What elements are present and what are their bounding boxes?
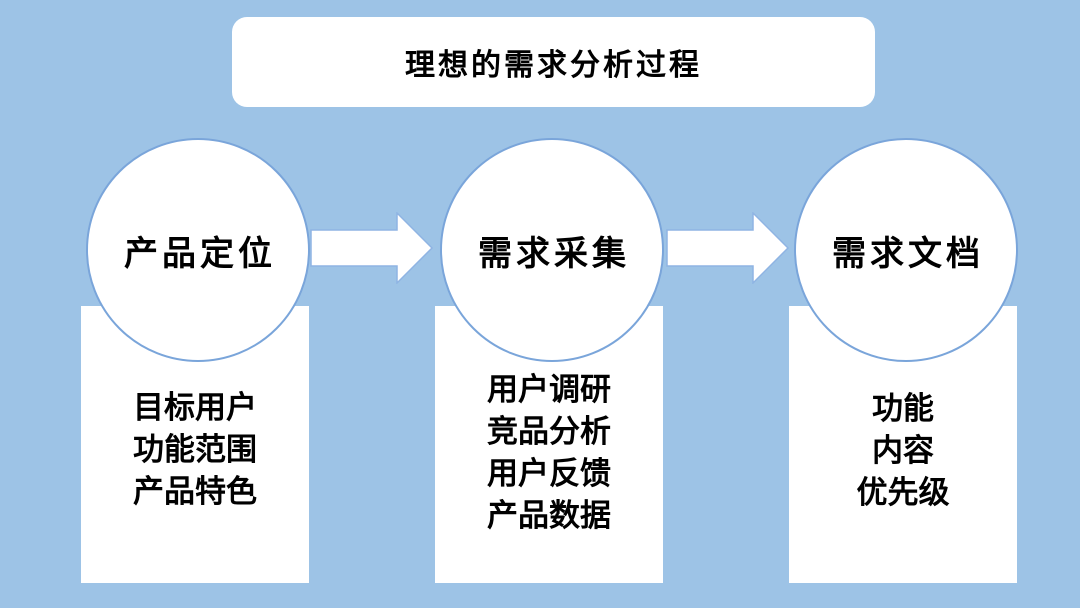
right-arrow-icon: [666, 212, 790, 284]
stage-2-label: 需求采集: [478, 234, 630, 273]
stage-1-circle: 产品定位: [86, 138, 310, 362]
list-item: 功能: [872, 391, 934, 426]
stage-1-label: 产品定位: [124, 234, 276, 273]
list-item: 内容: [872, 433, 934, 468]
stage-3-circle: 需求文档: [794, 138, 1018, 362]
list-item: 功能范围: [133, 432, 257, 467]
stage-3-item-list: 功能 内容 优先级: [789, 388, 1017, 514]
list-item: 用户反馈: [487, 456, 611, 491]
list-item: 产品数据: [487, 498, 611, 533]
list-item: 优先级: [856, 475, 950, 510]
list-item: 目标用户: [133, 390, 257, 425]
stage-3-label: 需求文档: [832, 234, 984, 273]
stage-2-circle: 需求采集: [440, 138, 664, 362]
list-item: 竞品分析: [487, 414, 611, 449]
stage-2-item-list: 用户调研 竞品分析 用户反馈 产品数据: [435, 369, 663, 537]
page-title: 理想的需求分析过程: [405, 49, 702, 82]
list-item: 产品特色: [133, 474, 257, 509]
stage-1-item-list: 目标用户 功能范围 产品特色: [81, 387, 309, 513]
right-arrow-icon: [310, 212, 434, 284]
title-box: 理想的需求分析过程: [232, 17, 875, 107]
list-item: 用户调研: [487, 372, 611, 407]
